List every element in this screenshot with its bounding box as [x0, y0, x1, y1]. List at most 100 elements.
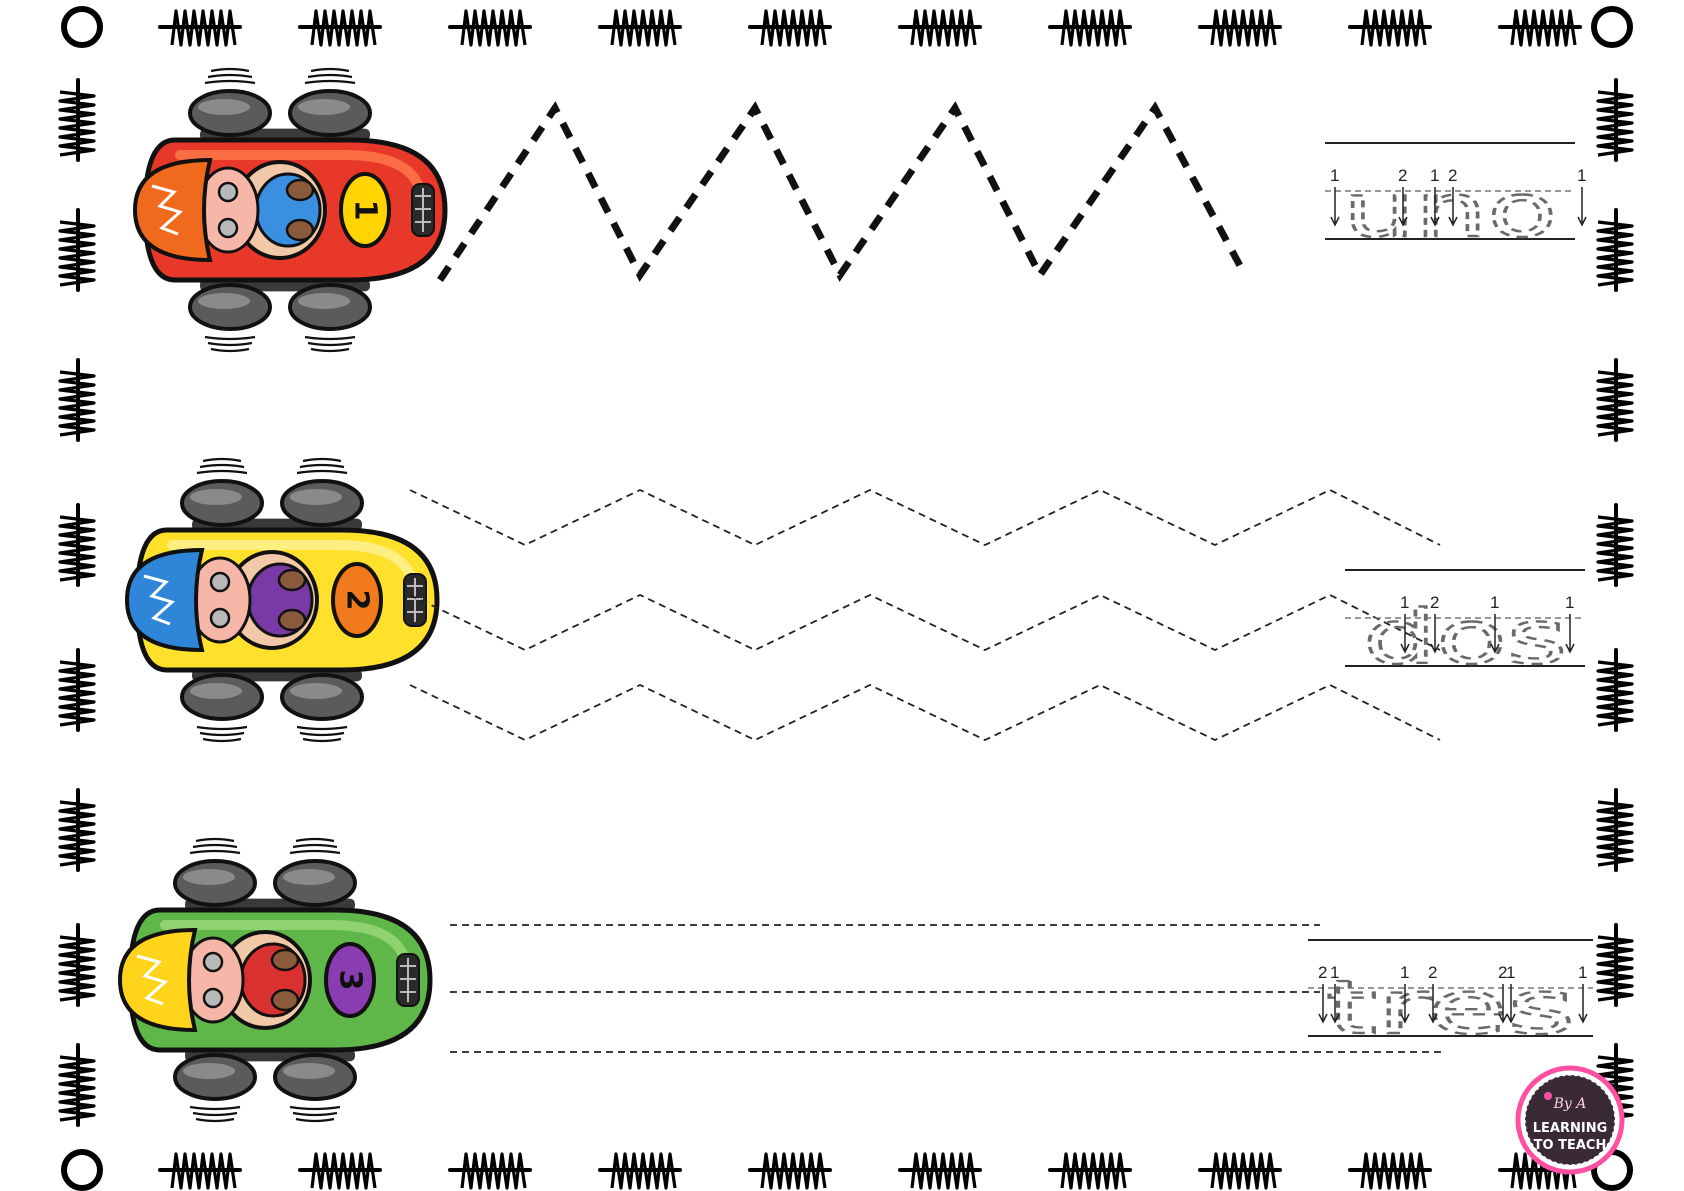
tire-track-icon: [58, 503, 96, 587]
zigzag-trace-path: [409, 488, 1441, 546]
stroke-order-number: 1: [1430, 166, 1439, 185]
stroke-order-number: 1: [1330, 963, 1339, 982]
grill-icon: [396, 953, 420, 1007]
learning-to-teach-logo: LEARNING TO TEACH By A: [1515, 1065, 1625, 1175]
trace-word: uno: [1343, 168, 1557, 254]
stroke-order-number: 2: [1398, 166, 1407, 185]
corner-ring-icon: [61, 6, 103, 48]
tire-track-icon: [1596, 648, 1634, 732]
car-number-label: 1: [348, 200, 383, 221]
stroke-order-number: 1: [1577, 166, 1586, 185]
trace-word: tres: [1326, 965, 1575, 1051]
stroke-arrow-icon: [1400, 614, 1410, 654]
stroke-order-number: 1: [1506, 963, 1515, 982]
tire-track-icon: [598, 9, 682, 47]
stroke-order-number: 2: [1318, 963, 1327, 982]
tire-track-icon: [748, 1152, 832, 1190]
stroke-order-number: 1: [1578, 963, 1587, 982]
trace-word: dos: [1363, 595, 1567, 681]
tire-track-border: [58, 6, 1634, 1191]
stroke-arrow-icon: [1448, 187, 1458, 227]
stroke-arrow-icon: [1498, 984, 1508, 1024]
tire-track-icon: [1348, 9, 1432, 47]
tire-track-icon: [748, 9, 832, 47]
tire-track-icon: [598, 1152, 682, 1190]
stroke-order-number: 1: [1400, 593, 1409, 612]
tire-track-icon: [1596, 358, 1634, 442]
stroke-arrow-icon: [1577, 187, 1587, 227]
tire-track-icon: [448, 9, 532, 47]
tire-track-icon: [448, 1152, 532, 1190]
stroke-arrow-icon: [1398, 187, 1408, 227]
stroke-order-number: 2: [1448, 166, 1457, 185]
race-car: 1: [132, 67, 448, 353]
logo-line-2: TO TEACH: [1534, 1138, 1607, 1153]
tire-track-icon: [58, 78, 96, 162]
car-number-label: 2: [340, 590, 375, 611]
tire-track-icon: [1048, 1152, 1132, 1190]
stroke-order-number: 2: [1430, 593, 1439, 612]
tire-track-icon: [1198, 1152, 1282, 1190]
tire-track-icon: [58, 923, 96, 1007]
zigzag-trace-path: [437, 101, 1249, 282]
tire-track-icon: [1596, 78, 1634, 162]
tire-track-icon: [298, 1152, 382, 1190]
logo-signature: By A: [1553, 1096, 1587, 1112]
stroke-arrow-icon: [1430, 614, 1440, 654]
grill-icon: [411, 183, 435, 237]
stroke-arrow-icon: [1430, 187, 1440, 227]
stroke-order-number: 1: [1490, 593, 1499, 612]
tire-track-icon: [1596, 208, 1634, 292]
tire-track-icon: [1596, 788, 1634, 872]
tire-track-icon: [1596, 923, 1634, 1007]
tire-track-icon: [58, 648, 96, 732]
stroke-arrow-icon: [1506, 984, 1516, 1024]
zigzag-trace-path: [409, 593, 1441, 651]
stroke-order-number: 1: [1565, 593, 1574, 612]
tire-track-icon: [158, 1152, 242, 1190]
tire-track-icon: [1198, 9, 1282, 47]
tire-track-icon: [158, 9, 242, 47]
grill-icon: [403, 573, 427, 627]
stroke-arrow-icon: [1578, 984, 1588, 1024]
tire-track-icon: [58, 1043, 96, 1127]
logo-line-1: LEARNING: [1533, 1121, 1608, 1136]
tire-track-icon: [58, 208, 96, 292]
race-car: 2: [124, 457, 440, 743]
helmet-icon: [132, 157, 213, 263]
zigzag-trace-path: [409, 683, 1441, 741]
tire-track-icon: [898, 1152, 982, 1190]
stroke-arrow-icon: [1428, 984, 1438, 1024]
stroke-arrow-icon: [1330, 187, 1340, 227]
tire-track-icon: [298, 9, 382, 47]
stroke-order-number: 1: [1400, 963, 1409, 982]
heart-icon: [1544, 1092, 1552, 1100]
tire-track-icon: [1048, 9, 1132, 47]
stroke-arrow-icon: [1490, 614, 1500, 654]
stroke-arrow-icon: [1330, 984, 1340, 1024]
corner-ring-icon: [61, 1149, 103, 1191]
stroke-arrow-icon: [1318, 984, 1328, 1024]
car-number-label: 3: [333, 970, 368, 991]
tire-track-icon: [1498, 9, 1582, 47]
stroke-arrow-icon: [1400, 984, 1410, 1024]
tire-track-icon: [1348, 1152, 1432, 1190]
stroke-order-number: 1: [1330, 166, 1339, 185]
helmet-icon: [117, 927, 198, 1033]
stroke-order-number: 2: [1498, 963, 1507, 982]
stroke-order-number: 2: [1428, 963, 1437, 982]
stroke-arrow-icon: [1565, 614, 1575, 654]
tire-track-icon: [58, 358, 96, 442]
tire-track-icon: [898, 9, 982, 47]
corner-ring-icon: [1591, 6, 1633, 48]
tire-track-icon: [1596, 503, 1634, 587]
helmet-icon: [124, 547, 205, 653]
